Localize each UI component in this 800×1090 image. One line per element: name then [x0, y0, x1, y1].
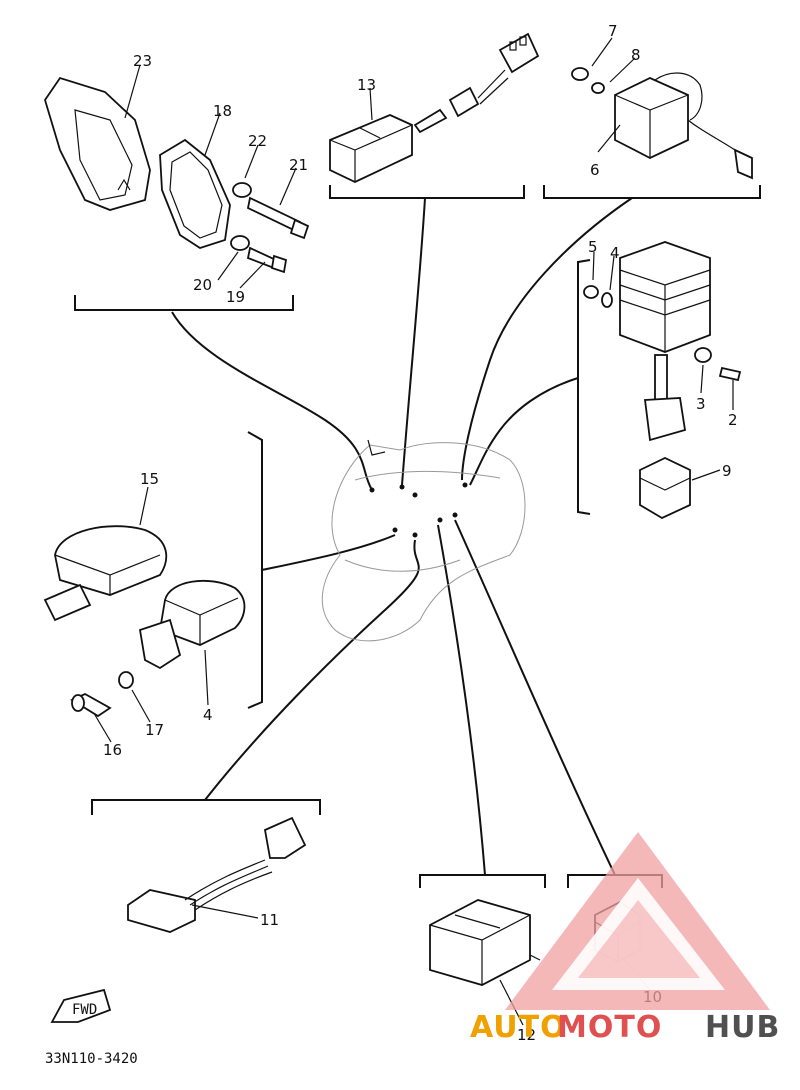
relay-unit-part [429, 899, 541, 986]
lens-screws-part [230, 182, 310, 274]
callout-11: 11 [260, 911, 279, 929]
callout-8: 8 [631, 46, 641, 64]
rectifier-regulator-part [583, 241, 742, 442]
callout-22: 22 [248, 132, 267, 150]
callout-19: 19 [226, 288, 245, 306]
callout-3: 3 [696, 395, 706, 413]
starter-relay-part [571, 67, 753, 180]
callout-7: 7 [608, 22, 618, 40]
callout-4-horn: 4 [203, 706, 213, 724]
lens-gasket-part [159, 138, 231, 249]
rear-lens-part [44, 76, 151, 211]
fwd-arrow-badge: FWD [50, 988, 112, 1023]
callout-13: 13 [357, 76, 376, 94]
watermark-logo: AUTO MOTO HUB [470, 832, 780, 1045]
drawing-code: 33N110-3420 [45, 1051, 138, 1067]
callout-9: 9 [722, 462, 732, 480]
horn-assembly-part [43, 525, 246, 718]
callout-18: 18 [213, 102, 232, 120]
callout-6: 6 [590, 161, 600, 179]
watermark-text-hub: HUB [705, 1010, 780, 1045]
callout-4-regulator: 4 [610, 244, 620, 262]
callout-12: 12 [517, 1026, 536, 1044]
callout-15: 15 [140, 470, 159, 488]
fwd-label: FWD [72, 1002, 97, 1018]
watermark-text-auto: AUTO [470, 1010, 567, 1045]
callout-leaders [94, 37, 734, 1026]
flasher-relay-part [329, 32, 540, 183]
leader-lines [171, 197, 633, 876]
callout-17: 17 [145, 721, 164, 739]
rubber-cap-part [639, 457, 691, 520]
callout-2: 2 [728, 411, 738, 429]
frame-outline [321, 439, 526, 642]
watermark-text-moto: MOTO [557, 1010, 662, 1045]
callout-20: 20 [193, 276, 212, 294]
callout-23: 23 [133, 52, 152, 70]
callout-16: 16 [103, 741, 122, 759]
callout-5: 5 [588, 238, 598, 256]
sensor-lead-part [127, 816, 307, 933]
callout-21: 21 [289, 156, 308, 174]
